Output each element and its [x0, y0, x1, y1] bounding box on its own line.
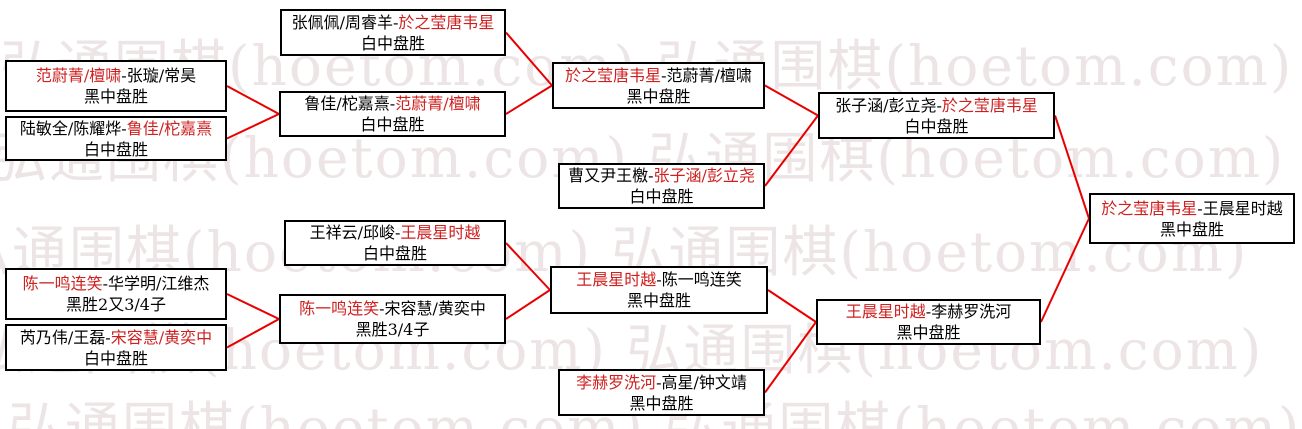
match-box-r1-bot-1: 陈一鸣连笑-华学明/江维杰黑胜2又3/4子 [5, 268, 227, 320]
player-name: -王晨星时越 [1197, 198, 1283, 218]
match-box-r2-top-1: 张佩佩/周睿羊-於之莹唐韦星白中盘胜 [280, 9, 506, 56]
player-name: -高星/钟文靖 [656, 372, 747, 392]
match-box-qf-top-1: 於之莹唐韦星-范蔚菁/檀啸黑中盘胜 [552, 62, 765, 109]
connector-line [226, 113, 280, 140]
match-pairing: 陈一鸣连笑-华学明/江维杰 [23, 273, 210, 294]
winner-name: 范蔚菁/檀啸 [35, 66, 122, 85]
player-name: 张佩佩/周睿羊- [291, 12, 399, 32]
match-box-r2-top-2: 鲁佳/柁嘉熹-范蔚菁/檀啸白中盘胜 [279, 91, 506, 137]
winner-name: 於之莹唐韦星 [398, 12, 495, 32]
winner-name: 王晨星时越 [845, 302, 926, 321]
match-pairing: 芮乃伟/王磊-宋容慧/黄奕中 [20, 327, 212, 348]
match-box-r2-bot-1: 王祥云/邱峻-王晨星时越白中盘胜 [284, 220, 506, 266]
player-name: -张璇/常昊 [121, 66, 197, 85]
player-name: -华学明/江维杰 [102, 274, 210, 293]
match-pairing: 曹又尹王檄-张子涵/彭立尧 [568, 165, 755, 186]
player-name: 鲁佳/柁嘉熹- [304, 94, 396, 113]
match-pairing: 范蔚菁/檀啸-张璇/常昊 [36, 65, 196, 86]
winner-name: 范蔚菁/檀啸 [395, 94, 481, 113]
match-box-sf-top: 张子涵/彭立尧-於之莹唐韦星白中盘胜 [818, 92, 1055, 139]
match-box-r1-top-1: 范蔚菁/檀啸-张璇/常昊黑中盘胜 [5, 60, 227, 112]
connector-line [226, 293, 280, 320]
connector-line [505, 84, 553, 115]
player-name: 曹又尹王檄- [568, 166, 654, 185]
winner-name: 於之莹唐韦星 [565, 65, 662, 85]
connector-line [1040, 218, 1090, 323]
winner-name: 王晨星时越 [576, 270, 657, 289]
match-box-qf-bot-1: 王晨星时越-陈一鸣连笑黑中盘胜 [550, 266, 768, 314]
match-pairing: 王晨星时越-李赫罗洗河 [846, 301, 1011, 322]
match-result: 白中盘胜 [629, 187, 694, 206]
match-result: 黑胜3/4子 [355, 320, 430, 339]
match-box-qf-bot-2: 李赫罗洗河-高星/钟文靖黑中盘胜 [558, 369, 765, 416]
match-result: 黑中盘胜 [626, 291, 691, 310]
winner-name: 陈一鸣连笑 [299, 299, 380, 318]
connector-line [764, 84, 819, 117]
match-pairing: 张子涵/彭立尧-於之莹唐韦星 [835, 95, 1038, 116]
player-name: -宋容慧/黄奕中 [379, 299, 486, 318]
match-box-r1-top-2: 陆敏全/陈耀烨-鲁佳/柁嘉熹白中盘胜 [5, 116, 227, 161]
winner-name: 张子涵/彭立尧 [653, 166, 755, 185]
connector-line [1054, 115, 1090, 219]
player-name: 王祥云/邱峻- [309, 223, 401, 242]
winner-name: 於之莹唐韦星 [1101, 198, 1198, 218]
winner-name: 李赫罗洗河 [576, 372, 657, 392]
match-pairing: 鲁佳/柁嘉熹-范蔚菁/檀啸 [304, 93, 480, 114]
winner-name: 王晨星时越 [400, 223, 481, 242]
match-pairing: 王晨星时越-陈一鸣连笑 [576, 269, 741, 290]
match-box-r1-bot-2: 芮乃伟/王磊-宋容慧/黄奕中白中盘胜 [5, 324, 227, 371]
connector-line [764, 114, 819, 187]
winner-name: 宋容慧/黄奕中 [110, 327, 213, 347]
match-pairing: 张佩佩/周睿羊-於之莹唐韦星 [292, 12, 495, 33]
match-box-qf-top-2: 曹又尹王檄-张子涵/彭立尧白中盘胜 [558, 163, 765, 209]
match-result: 黑中盘胜 [629, 393, 694, 413]
match-result: 黑胜2又3/4子 [66, 295, 166, 314]
match-result: 白中盘胜 [360, 33, 425, 53]
connector-line [505, 31, 553, 87]
match-box-sf-bot: 王晨星时越-李赫罗洗河黑中盘胜 [816, 299, 1041, 345]
match-pairing: 陆敏全/陈耀烨-鲁佳/柁嘉熹 [20, 118, 212, 139]
match-pairing: 於之莹唐韦星-王晨星时越 [1101, 198, 1282, 219]
match-pairing: 王祥云/邱峻-王晨星时越 [310, 222, 481, 243]
match-pairing: 李赫罗洗河-高星/钟文靖 [576, 372, 747, 393]
match-result: 黑中盘胜 [626, 86, 691, 106]
match-result: 白中盘胜 [83, 139, 148, 159]
match-box-final: 於之莹唐韦星-王晨星时越黑中盘胜 [1089, 193, 1295, 244]
match-box-r2-bot-2: 陈一鸣连笑-宋容慧/黄奕中黑胜3/4子 [279, 294, 506, 344]
connector-line [226, 85, 280, 115]
player-name: -李赫罗洗河 [925, 302, 1012, 321]
player-name: -陈一鸣连笑 [656, 270, 742, 289]
player-name: 芮乃伟/王磊- [19, 327, 111, 347]
connector-line [764, 321, 817, 394]
match-pairing: 於之莹唐韦星-范蔚菁/檀啸 [565, 65, 752, 86]
match-result: 黑中盘胜 [896, 323, 961, 342]
player-name: -范蔚菁/檀啸 [661, 65, 752, 85]
connector-line [226, 318, 280, 349]
player-name: 陆敏全/陈耀烨- [19, 118, 127, 138]
winner-name: 陈一鸣连笑 [22, 274, 103, 293]
connector-line [505, 242, 551, 291]
match-result: 白中盘胜 [362, 244, 427, 263]
match-result: 黑中盘胜 [83, 87, 148, 106]
match-result: 白中盘胜 [360, 115, 425, 134]
match-result: 黑中盘胜 [1159, 219, 1224, 239]
player-name: 张子涵/彭立尧- [835, 95, 942, 115]
match-pairing: 陈一鸣连笑-宋容慧/黄奕中 [299, 298, 486, 319]
connector-line [767, 289, 817, 323]
connector-line [505, 289, 551, 320]
match-result: 白中盘胜 [83, 348, 148, 368]
winner-name: 鲁佳/柁嘉熹 [126, 118, 213, 138]
match-result: 白中盘胜 [904, 116, 969, 136]
winner-name: 於之莹唐韦星 [941, 95, 1038, 115]
